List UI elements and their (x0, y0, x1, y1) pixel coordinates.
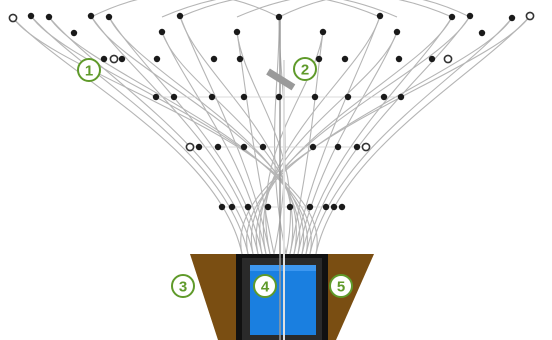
cable-line (108, 16, 263, 255)
cable-node (218, 203, 226, 211)
cable-node (208, 93, 216, 101)
cable-line (246, 17, 513, 255)
cable-node (240, 143, 248, 151)
callout-3: 3 (171, 274, 195, 298)
cable-node (45, 13, 53, 21)
cable-node (185, 142, 195, 152)
cable-node (428, 55, 436, 63)
cable-node (105, 13, 113, 21)
cable-line (12, 17, 318, 255)
cable-line (259, 31, 398, 255)
cable-node (448, 13, 456, 21)
cable-line (90, 15, 305, 255)
cable-node (264, 203, 272, 211)
cable-node (393, 28, 401, 36)
cable-node (176, 12, 184, 20)
cable-node (100, 55, 108, 63)
cable-node (443, 54, 453, 64)
cable-line (289, 31, 324, 255)
cable-node (152, 93, 160, 101)
cable-node (259, 143, 267, 151)
cable-node (275, 13, 283, 21)
cable-node (236, 55, 244, 63)
cable-node (275, 93, 283, 101)
cable-node (466, 12, 474, 20)
callout-1: 1 (77, 58, 101, 82)
cable-node (361, 142, 371, 152)
cable-node (508, 14, 516, 22)
cable-node (344, 93, 352, 101)
cable-node (195, 143, 203, 151)
callout-1-label: 1 (85, 63, 93, 80)
cable-fitting (266, 68, 296, 91)
cable-node (334, 143, 342, 151)
cable-line (265, 31, 324, 255)
cable-node (170, 93, 178, 101)
cable-node (311, 93, 319, 101)
cable-node (395, 55, 403, 63)
cable-node (70, 29, 78, 37)
callout-2-label: 2 (301, 62, 309, 79)
cable-line (250, 15, 471, 255)
cable-line (263, 15, 381, 255)
cable-node (118, 55, 126, 63)
callout-2: 2 (293, 57, 317, 81)
cable-line (30, 15, 249, 255)
cable-node (319, 28, 327, 36)
cable-node (8, 13, 18, 23)
cable-line (12, 17, 243, 255)
cable-node (87, 12, 95, 20)
cable-node (210, 55, 218, 63)
cable-line (161, 31, 297, 255)
cable-node (27, 12, 35, 20)
cable-line (48, 16, 308, 255)
cable-node (397, 93, 405, 101)
callout-3-label: 3 (179, 279, 187, 296)
cable-node (244, 203, 252, 211)
cable-line (236, 31, 275, 255)
callout-5-label: 5 (337, 279, 345, 296)
cable-node (315, 55, 323, 63)
cable-node (240, 93, 248, 101)
cable-node (286, 203, 294, 211)
cable-node (214, 143, 222, 151)
cable-node (380, 93, 388, 101)
cable-line (236, 31, 292, 255)
cable-arch (179, 0, 398, 18)
cable-line (305, 15, 471, 255)
cable-node (338, 203, 346, 211)
cable-line (315, 15, 531, 255)
cable-arch (161, 0, 381, 18)
cable-line (255, 16, 453, 255)
cable-node (376, 12, 384, 20)
cable-node (306, 203, 314, 211)
cable-node (233, 28, 241, 36)
cable-node (153, 55, 161, 63)
cable-node (341, 55, 349, 63)
cable-line (240, 15, 531, 255)
cable-node (309, 143, 317, 151)
cable-node (158, 28, 166, 36)
cable-node (330, 203, 338, 211)
cable-node (109, 54, 119, 64)
callout-5: 5 (329, 274, 353, 298)
cable-line (108, 16, 301, 255)
cable-line (90, 15, 259, 255)
cable-node (525, 11, 535, 21)
cable-node (322, 203, 330, 211)
cable-arch (236, 0, 453, 18)
cable-line (309, 17, 513, 255)
cable-node (228, 203, 236, 211)
callout-4: 4 (253, 274, 277, 298)
cable-nodes (8, 11, 535, 211)
cable-arch (90, 0, 280, 18)
cable-net (12, 0, 531, 255)
cable-node (478, 29, 486, 37)
cable-line (301, 16, 453, 255)
cable-arch (278, 0, 471, 18)
callout-4-label: 4 (261, 279, 270, 296)
cable-node (353, 143, 361, 151)
cable-line (161, 31, 267, 255)
